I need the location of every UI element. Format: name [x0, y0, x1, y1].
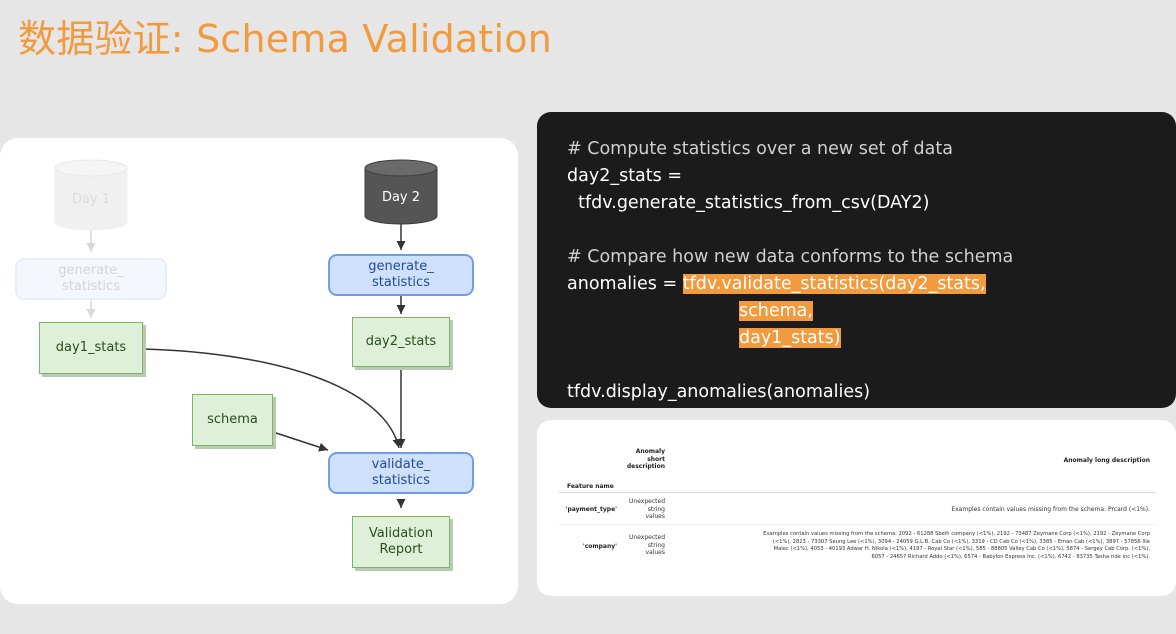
- day1-database-icon: [54, 159, 128, 231]
- row-long-company: Examples contain values missing from the…: [763, 531, 1150, 561]
- validation-report-note: Validation Report: [352, 516, 450, 568]
- code-blank-2: [567, 352, 1176, 379]
- highlight-schema-arg: schema,: [739, 301, 813, 321]
- row-short-payment-type: Unexpected string values: [629, 498, 665, 520]
- column-header-long-description: Anomaly long description: [1063, 457, 1150, 464]
- arrow-schema-to-validate: [272, 431, 329, 452]
- anomalies-table: Anomaly short description Anomaly long d…: [537, 420, 1176, 596]
- pipeline-diagram: Day 1 Day 2 generate_ statistics generat…: [0, 138, 518, 604]
- code-line-anomalies: anomalies = tfdv.validate_statistics(day…: [567, 271, 1176, 298]
- code-line-generate: tfdv.generate_statistics_from_csv(DAY2): [567, 193, 930, 213]
- row-short-company: Unexpected string values: [629, 534, 665, 556]
- schema-note: schema: [192, 394, 273, 446]
- row-divider: [559, 524, 1156, 525]
- diagram-connectors: [54, 159, 438, 508]
- code-anomalies-assign: anomalies =: [567, 274, 683, 294]
- code-line-schema-arg: schema,: [567, 298, 1176, 325]
- code-comment-2: # Compare how new data conforms to the s…: [567, 247, 1014, 267]
- code-blank-1: [567, 217, 1176, 244]
- day2-database-icon: [364, 159, 438, 225]
- day2-stats-note: day2_stats: [352, 317, 450, 367]
- column-header-short-description: Anomaly short description: [626, 448, 665, 470]
- row-feature-payment-type: 'payment_type': [565, 506, 617, 513]
- index-header-feature-name: Feature name: [567, 483, 614, 490]
- code-block: # Compute statistics over a new set of d…: [537, 112, 1176, 408]
- slide-title: 数据验证: Schema Validation: [18, 17, 552, 61]
- header-divider: [559, 492, 1156, 493]
- validate-statistics-box: validate_ statistics: [328, 452, 474, 494]
- arrow-day1stats-to-validate: [142, 348, 402, 449]
- day1-label: Day 1: [71, 192, 111, 207]
- row-long-payment-type: Examples contain values missing from the…: [951, 506, 1150, 513]
- day1-stats-note: day1_stats: [39, 322, 143, 374]
- code-line-day2-stats: day2_stats =: [567, 166, 682, 186]
- code-comment-1: # Compute statistics over a new set of d…: [567, 139, 953, 159]
- generate-statistics-day2-box: generate_ statistics: [328, 254, 474, 296]
- code-line-display: tfdv.display_anomalies(anomalies): [567, 382, 871, 402]
- code-line-day1stats-arg: day1_stats): [567, 325, 1176, 352]
- highlight-day1stats-arg: day1_stats): [739, 328, 841, 348]
- row-feature-company: 'company': [582, 543, 617, 550]
- day2-label: Day 2: [381, 190, 421, 205]
- highlight-validate-call: tfdv.validate_statistics(day2_stats,: [682, 274, 986, 294]
- generate-statistics-day1-box: generate_ statistics: [15, 258, 167, 300]
